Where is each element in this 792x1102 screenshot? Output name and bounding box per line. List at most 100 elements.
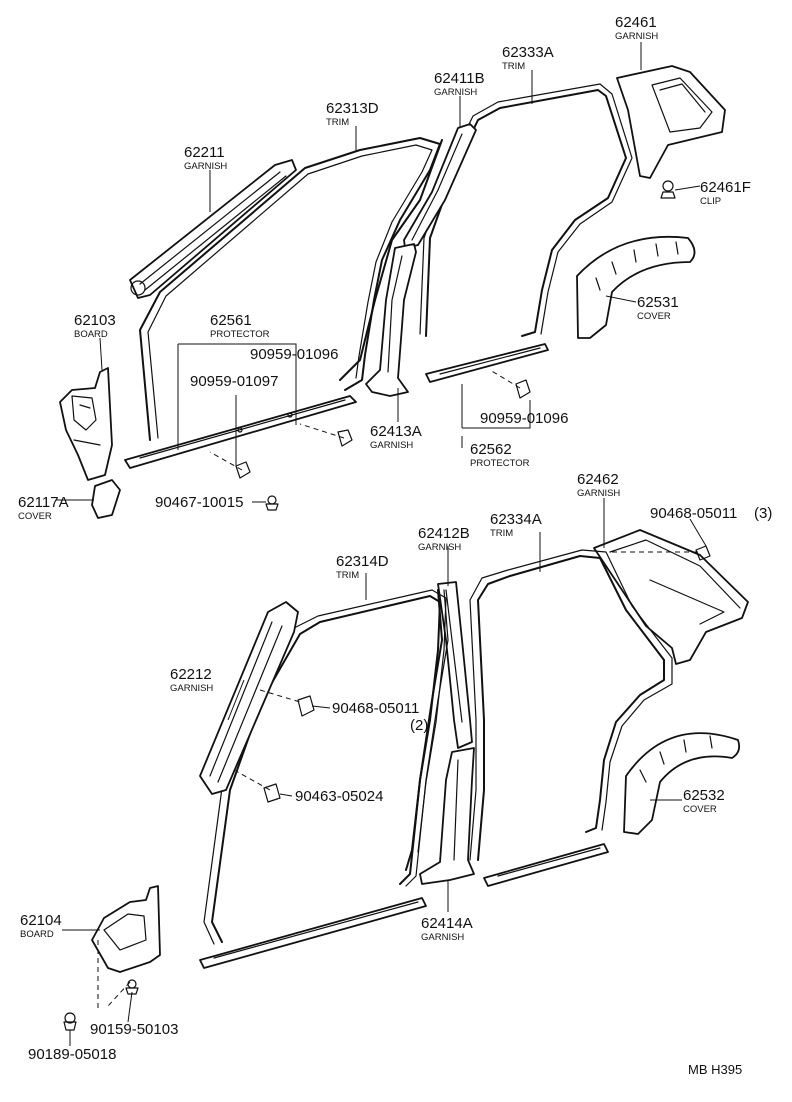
clip-90959-01096-front (299, 423, 353, 447)
label-62562: 62562 PROTECTOR (470, 441, 530, 469)
label-62531: 62531 COVER (637, 294, 679, 322)
part-number-62561: 62561 (210, 312, 252, 329)
quantity-90468-05011-rear: (3) (754, 505, 772, 522)
part-name-62334a: TRIM (490, 528, 513, 539)
label-90189-05018: 90189-05018 (28, 1046, 116, 1063)
label-62103: 62103 BOARD (74, 312, 116, 340)
label-62314d: 62314D TRIM (336, 553, 389, 581)
label-62211: 62211 GARNISH (184, 144, 227, 172)
label-90959-01096-rear: 90959-01096 (480, 410, 568, 427)
part-number-62461: 62461 (615, 14, 657, 31)
part-number-62211: 62211 (184, 144, 225, 161)
part-name-62412b: GARNISH (418, 542, 461, 553)
part-name-62411b: GARNISH (434, 87, 477, 98)
part-name-62461f: CLIP (700, 196, 721, 207)
label-90463-05024: 90463-05024 (295, 788, 383, 805)
screw-90467-10015 (265, 495, 279, 511)
part-number-62531: 62531 (637, 294, 679, 311)
part-number-62117a: 62117A (18, 494, 69, 511)
part-number-62413a: 62413A (370, 423, 422, 440)
cover-62117a (91, 479, 121, 519)
label-90468-05011-rear: 90468-05011 (3) (650, 505, 772, 522)
part-name-62314d: TRIM (336, 570, 359, 581)
part-name-62562: PROTECTOR (470, 458, 530, 469)
part-name-62117a: COVER (18, 511, 52, 522)
label-62334a: 62334A TRIM (490, 511, 542, 539)
rear-scuff-protector (425, 343, 549, 383)
rear-quarter-garnish-upper (616, 65, 726, 199)
center-pillar-garnish-b (437, 581, 473, 749)
label-90159-50103: 90159-50103 (90, 1021, 178, 1038)
part-labels: 62461 GARNISH 62461F CLIP 62333A TRIM 62… (18, 14, 772, 1077)
leader-lines (56, 42, 707, 1046)
part-number-62461f: 62461F (700, 179, 751, 196)
clip-90959-01097 (209, 451, 251, 479)
part-number-62333a: 62333A (502, 44, 554, 61)
part-number-62314d: 62314D (336, 553, 389, 570)
part-name-62462: GARNISH (577, 488, 620, 499)
label-62333a: 62333A TRIM (502, 44, 554, 72)
part-name-62333a: TRIM (502, 61, 525, 72)
part-name-62313d: TRIM (326, 117, 349, 128)
front-scuff-plate-lower (199, 897, 427, 969)
windshield-pillar-garnish (129, 159, 297, 299)
label-90959-01096-front: 90959-01096 (250, 346, 338, 363)
wheel-arch-cover-upper (576, 235, 696, 339)
part-number-62313d: 62313D (326, 100, 379, 117)
screw-90189-05018 (63, 1012, 77, 1031)
label-62117a: 62117A COVER (18, 494, 69, 522)
front-scuff-protector (124, 395, 357, 469)
label-62411b: 62411B GARNISH (434, 70, 485, 98)
cowl-side-board-lower (91, 885, 161, 1010)
label-62461f: 62461F CLIP (700, 179, 751, 207)
part-number-90463-05024: 90463-05024 (295, 788, 383, 805)
label-90467-10015: 90467-10015 (155, 494, 243, 511)
part-number-62562: 62562 (470, 441, 512, 458)
label-90468-05011-front: 90468-05011 (2) (332, 700, 428, 734)
part-number-62532: 62532 (683, 787, 725, 804)
part-name-62532: COVER (683, 804, 717, 815)
part-number-62414a: 62414A (421, 915, 473, 932)
diagram-code: MB H395 (688, 1062, 742, 1077)
part-number-90189-05018: 90189-05018 (28, 1046, 116, 1063)
part-number-90959-01097: 90959-01097 (190, 373, 278, 390)
cowl-side-board-upper (59, 367, 113, 481)
part-number-62411b: 62411B (434, 70, 485, 87)
part-name-62212: GARNISH (170, 683, 213, 694)
part-name-62104: BOARD (20, 929, 54, 940)
screw-90159-50103 (125, 979, 139, 995)
part-number-90468-05011-rear: 90468-05011 (650, 505, 737, 522)
rear-quarter-garnish-lower (593, 529, 749, 665)
label-62212: 62212 GARNISH (170, 666, 213, 694)
clip-90463-05024 (263, 783, 281, 803)
center-pillar-garnish-lower (339, 139, 443, 397)
rear-scuff-plate-lower (483, 843, 609, 887)
label-62561: 62561 PROTECTOR (210, 312, 270, 340)
label-62461: 62461 GARNISH (615, 14, 658, 42)
part-name-62561: PROTECTOR (210, 329, 270, 340)
quantity-90468-05011-front: (2) (410, 717, 428, 734)
part-number-62104: 62104 (20, 912, 62, 929)
part-number-90467-10015: 90467-10015 (155, 494, 243, 511)
label-62313d: 62313D TRIM (326, 100, 379, 128)
part-number-90959-01096-front: 90959-01096 (250, 346, 338, 363)
part-number-62462: 62462 (577, 471, 619, 488)
part-number-90159-50103: 90159-50103 (90, 1021, 178, 1038)
rear-door-opening-trim-lower (469, 549, 673, 861)
front-pillar-garnish-lower (199, 601, 301, 795)
part-name-62461: GARNISH (615, 31, 658, 42)
clip-90468-05011-front (297, 695, 315, 717)
part-number-90959-01096-rear: 90959-01096 (480, 410, 568, 427)
center-pillar-garnish-upper (403, 123, 477, 249)
label-62412b: 62412B GARNISH (418, 525, 470, 553)
part-number-62334a: 62334A (490, 511, 542, 528)
part-number-62412b: 62412B (418, 525, 470, 542)
clip-90959-01096-rear (489, 369, 531, 399)
label-62532: 62532 COVER (683, 787, 725, 815)
part-number-90468-05011-front: 90468-05011 (332, 700, 419, 717)
label-90959-01097: 90959-01097 (190, 373, 278, 390)
label-62414a: 62414A GARNISH (421, 915, 473, 943)
part-name-62103: BOARD (74, 329, 108, 340)
